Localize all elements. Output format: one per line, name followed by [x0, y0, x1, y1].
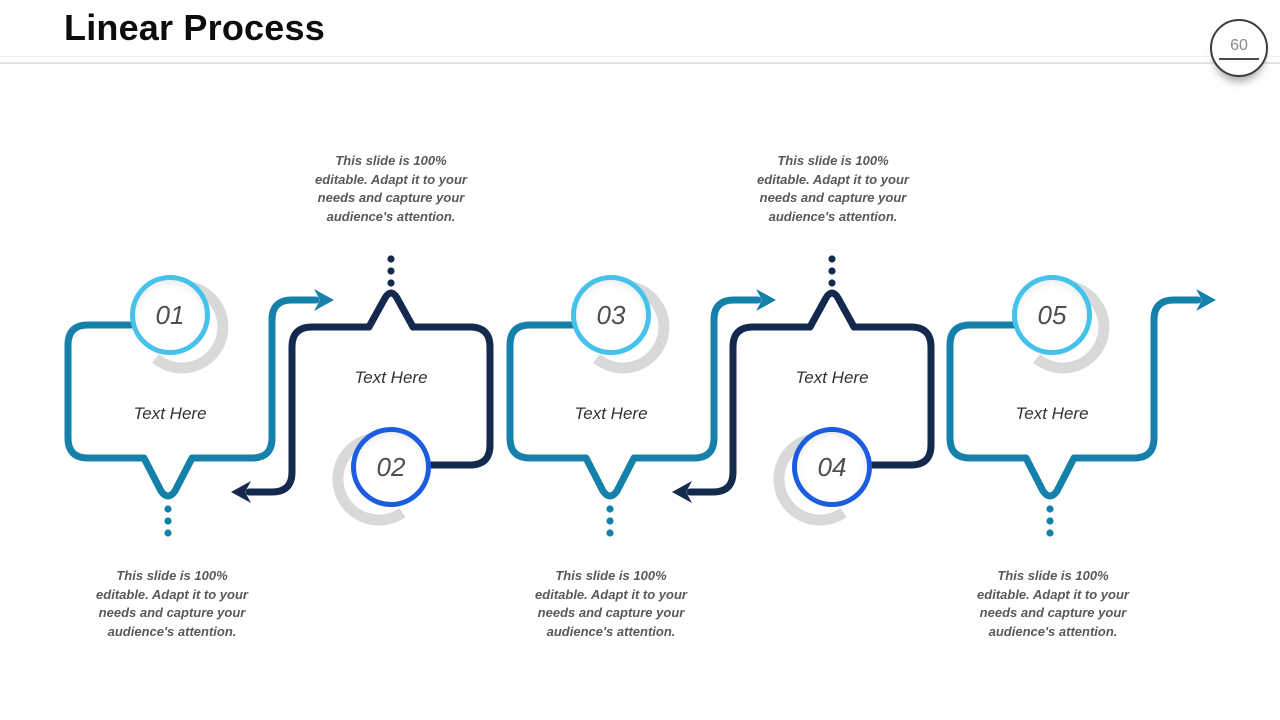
- arrow-left-icon-4: [672, 481, 692, 503]
- slide-number: 60: [1230, 36, 1248, 54]
- navy-bubble-group: [245, 289, 935, 496]
- note-line: needs and capture your: [317, 190, 465, 205]
- note-line: editable. Adapt it to your: [96, 586, 248, 602]
- bubble-step-1: [64, 296, 320, 500]
- note-line: needs and capture your: [537, 605, 685, 620]
- step-label-4: Text Here: [795, 368, 869, 387]
- note-line: audience's attention.: [107, 623, 237, 639]
- dots-below-step-1: [164, 505, 172, 537]
- note-line: This slide is 100%: [997, 568, 1109, 583]
- note-step-5: This slide is 100% editable. Adapt it to…: [948, 567, 1158, 641]
- note-line: This slide is 100%: [116, 568, 228, 583]
- bubble-step-5: [946, 296, 1202, 500]
- step-circle-3: 03: [571, 275, 651, 355]
- note-line: needs and capture your: [759, 190, 907, 205]
- note-line: needs and capture your: [98, 605, 246, 620]
- slide-number-underline: [1219, 57, 1259, 60]
- step-number-1: 01: [155, 299, 185, 330]
- arc-step-5: [1033, 281, 1110, 374]
- note-line: This slide is 100%: [777, 153, 889, 168]
- note-line: audience's attention.: [768, 208, 898, 224]
- step-number-3: 03: [596, 299, 626, 330]
- header-divider-faint: [0, 56, 1280, 57]
- step-circle-1: 01: [130, 275, 210, 355]
- note-line: editable. Adapt it to your: [977, 586, 1129, 602]
- step-number-2: 02: [376, 451, 406, 482]
- gray-arc-group: [152, 281, 1110, 526]
- step-circle-5: 05: [1012, 275, 1092, 355]
- arrowhead-group: [231, 289, 1216, 503]
- note-line: editable. Adapt it to your: [757, 171, 909, 187]
- note-line: editable. Adapt it to your: [535, 586, 687, 602]
- step-number-5: 05: [1037, 299, 1067, 330]
- step-number-4: 04: [817, 451, 847, 482]
- note-line: editable. Adapt it to your: [315, 171, 467, 187]
- arrow-right-icon-3: [756, 289, 776, 311]
- slide-title: Linear Process: [64, 7, 325, 48]
- arrow-right-icon-1: [314, 289, 334, 311]
- note-step-3: This slide is 100% editable. Adapt it to…: [506, 567, 716, 641]
- bubble-step-3: [506, 296, 762, 500]
- note-line: This slide is 100%: [555, 568, 667, 583]
- arc-step-1: [152, 281, 229, 374]
- dots-above-step-4: [828, 255, 836, 287]
- note-step-4: This slide is 100% editable. Adapt it to…: [728, 152, 938, 226]
- arc-step-3: [593, 281, 670, 374]
- step-label-5: Text Here: [1015, 404, 1089, 423]
- step-label-3: Text Here: [574, 404, 648, 423]
- note-line: This slide is 100%: [335, 153, 447, 168]
- dots-above-step-2: [387, 255, 395, 287]
- step-circle-2: 02: [351, 427, 431, 507]
- note-line: audience's attention.: [326, 208, 456, 224]
- note-line: audience's attention.: [988, 623, 1118, 639]
- dots-below-step-3: [606, 505, 614, 537]
- arc-step-2: [332, 432, 406, 526]
- slide-number-badge: 60: [1210, 19, 1268, 77]
- note-step-2: This slide is 100% editable. Adapt it to…: [286, 152, 496, 226]
- arrow-left-icon-2: [231, 481, 251, 503]
- step-label-2: Text Here: [354, 368, 428, 387]
- step-circle-4: 04: [792, 427, 872, 507]
- arc-step-4: [773, 432, 847, 526]
- note-line: needs and capture your: [979, 605, 1127, 620]
- bubble-step-2: [245, 289, 494, 496]
- header-divider: [0, 62, 1280, 64]
- teal-bubble-group: [64, 296, 1202, 500]
- note-line: audience's attention.: [546, 623, 676, 639]
- arrow-right-icon-5: [1196, 289, 1216, 311]
- bubble-step-4: [686, 289, 935, 496]
- note-step-1: This slide is 100% editable. Adapt it to…: [67, 567, 277, 641]
- dots-below-step-5: [1046, 505, 1054, 537]
- step-label-1: Text Here: [133, 404, 207, 423]
